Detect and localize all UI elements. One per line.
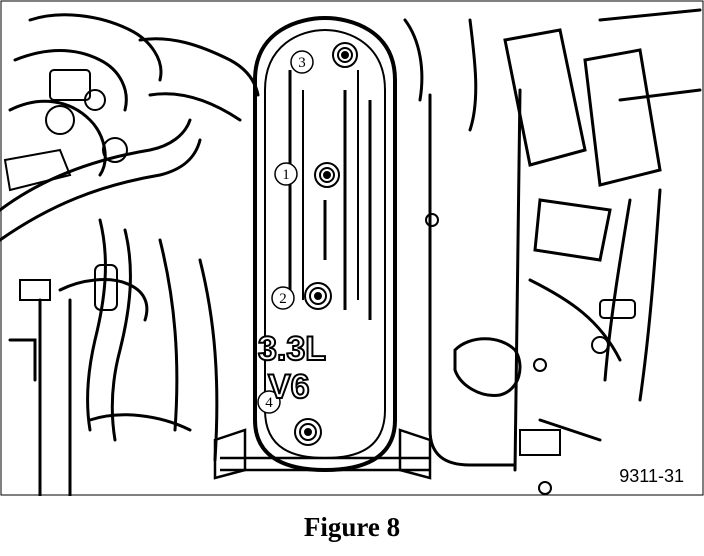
figure-caption: Figure 8 — [303, 512, 401, 542]
engine-type-text: V6 — [268, 368, 310, 406]
left-engine-components — [0, 13, 260, 496]
callout-4-label: 4 — [265, 395, 273, 411]
bolt-4 — [294, 418, 322, 446]
right-engine-components — [403, 8, 702, 472]
plenum-base — [213, 428, 432, 480]
callout-2: 2 — [271, 286, 295, 310]
callout-1: 1 — [274, 162, 298, 186]
engine-badge: 3.3L V6 — [257, 329, 327, 407]
intake-plenum — [253, 15, 397, 473]
right-detail-parts — [425, 213, 636, 495]
bolt-1 — [314, 162, 340, 188]
plenum-bolts — [294, 42, 358, 446]
callout-1-label: 1 — [282, 167, 290, 183]
bolt-3 — [332, 42, 358, 68]
figure-reference-code: 9311-31 — [617, 466, 686, 487]
bolt-2 — [304, 282, 332, 310]
callout-4: 4 — [257, 390, 281, 414]
callout-3-label: 3 — [298, 55, 306, 71]
engine-illustration: 3 1 2 4 3.3L V6 — [0, 0, 704, 496]
callout-2-label: 2 — [279, 291, 287, 307]
callout-3: 3 — [290, 50, 314, 74]
engine-line-drawing: 3 1 2 4 3.3L V6 — [0, 0, 704, 496]
left-detail-parts — [3, 69, 128, 311]
engine-displacement-text: 3.3L — [258, 330, 326, 368]
